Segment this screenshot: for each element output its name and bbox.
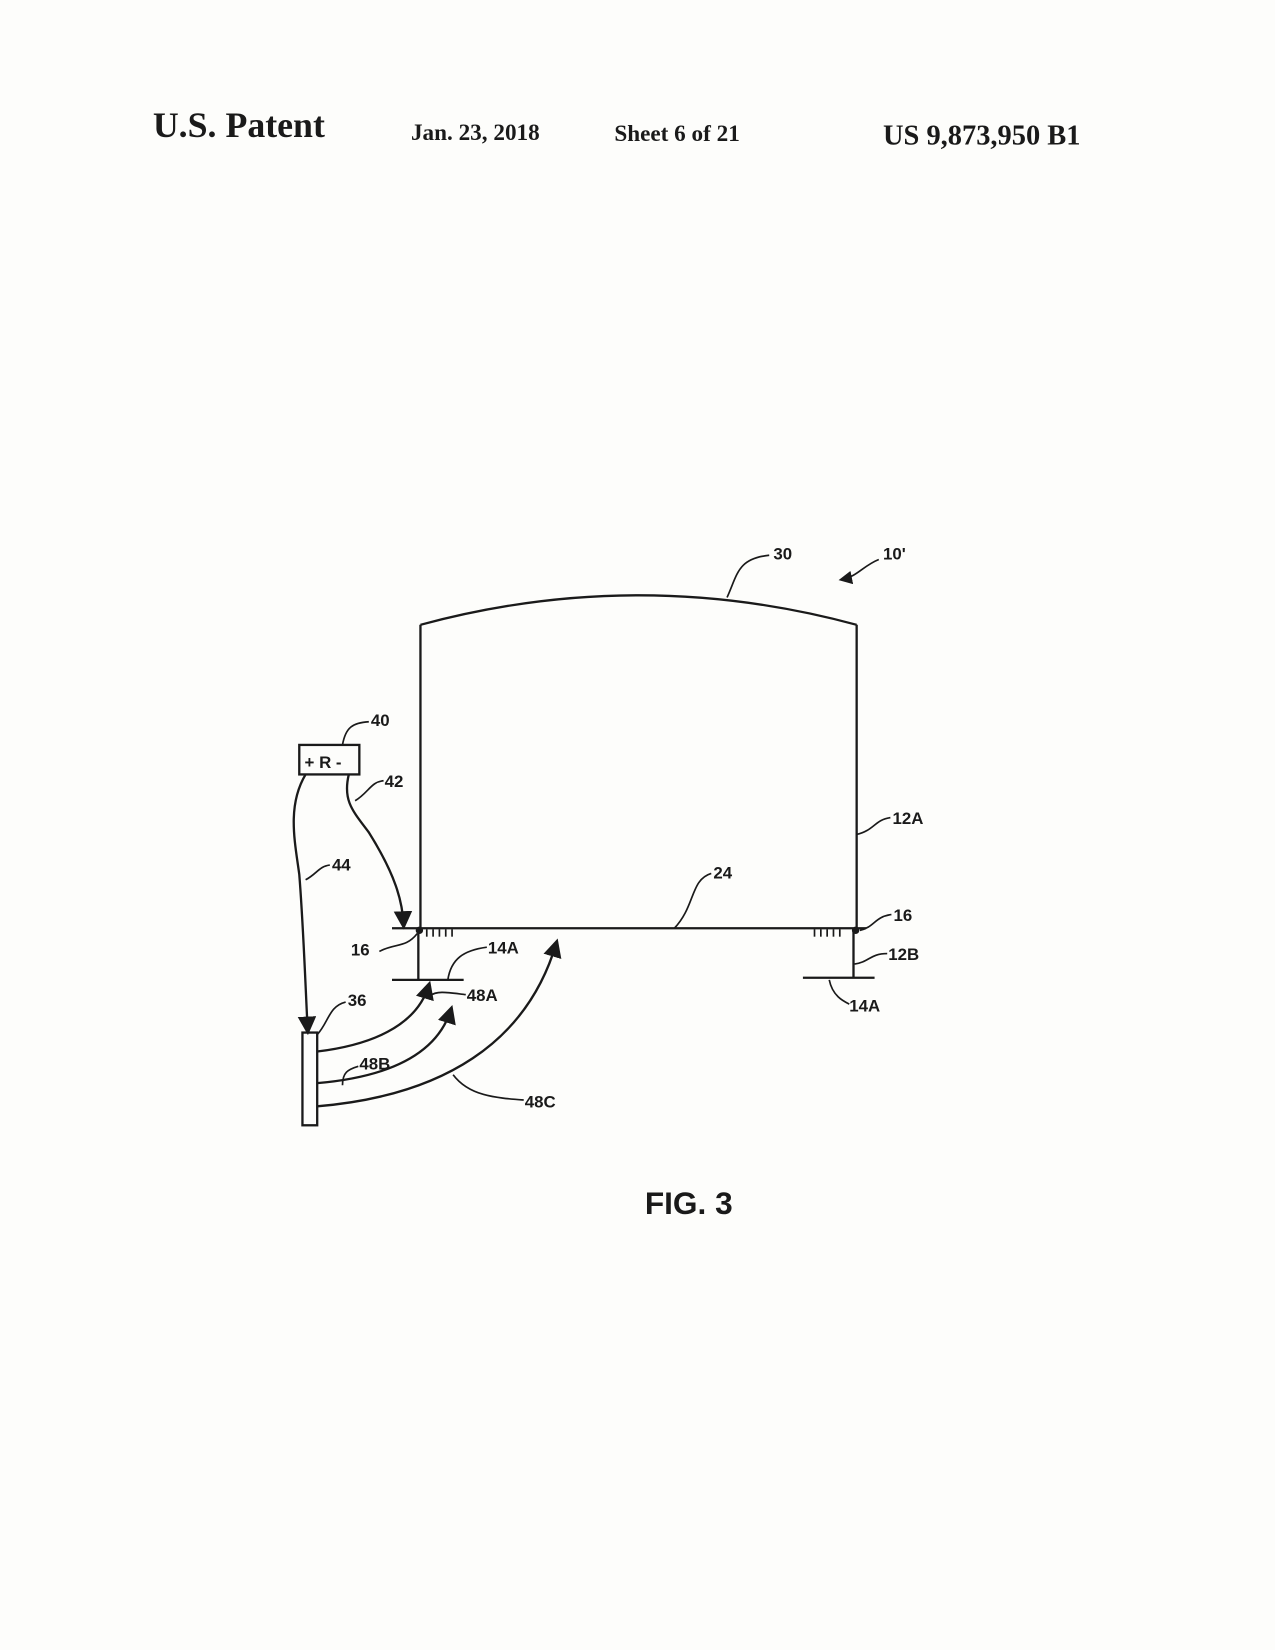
current-48B [317,1004,456,1085]
rectifier-box-40 [298,743,361,776]
label-12A: 12A [892,809,923,828]
label-10-prime: 10' [883,544,906,563]
label-44: 44 [332,855,351,874]
label-48A: 48A [467,986,498,1005]
label-36: 36 [348,991,367,1010]
roof-30 [420,594,857,626]
leader-lines [305,554,892,1101]
figure-caption: FIG. 3 [645,1185,733,1221]
label-40: 40 [371,711,390,730]
hatch-right [813,929,841,937]
current-48A [317,980,434,1053]
patent-date: Jan. 23, 2018 [411,120,540,146]
label-12B: 12B [888,945,919,964]
label-14A-left: 14A [488,939,519,958]
rectifier-text: + R - [305,753,342,772]
label-48B: 48B [359,1054,390,1073]
patent-number: US 9,873,950 B1 [883,120,1081,151]
label-16-left: 16 [351,941,370,960]
label-16-right: 16 [894,906,913,925]
hatch-left [425,929,453,937]
current-48C [317,938,562,1108]
sheet-number: Sheet 6 of 21 [614,121,739,147]
label-24: 24 [713,864,732,883]
wire-44 [292,773,317,1036]
wire-42 [345,774,413,930]
patent-title: U.S. Patent [153,105,325,145]
label-48C: 48C [525,1092,556,1111]
label-14A-right: 14A [849,996,880,1015]
label-42: 42 [385,772,404,791]
anode-36 [301,1031,319,1127]
label-30: 30 [773,544,792,563]
